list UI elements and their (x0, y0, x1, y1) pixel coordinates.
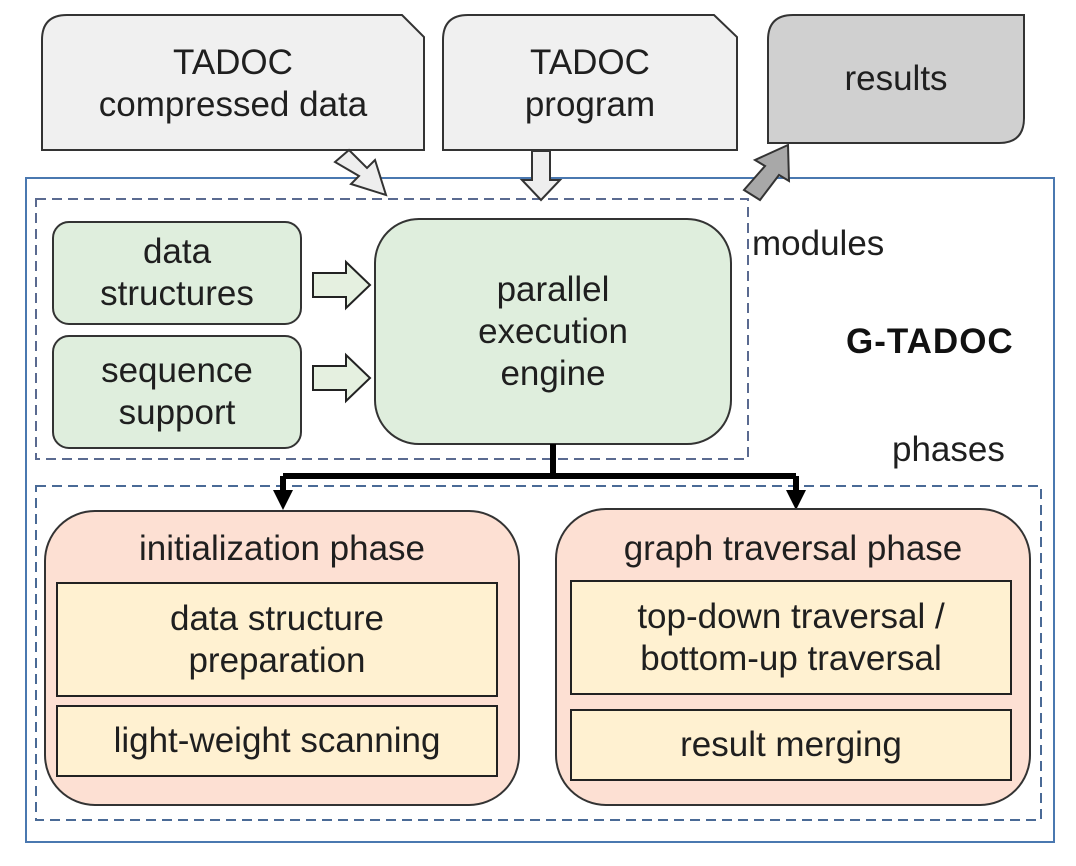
engine-connector (280, 444, 799, 495)
sequence-support-arrow (312, 352, 372, 404)
program-label: TADOC program (524, 43, 656, 124)
init-step-1-label: data structure preparation (170, 598, 384, 680)
trav-step-1-box (570, 580, 1012, 695)
compressed-data-arrow (333, 148, 388, 197)
initialization-phase-title: initialization phase (138, 529, 425, 568)
compressed-data-label: TADOC compressed data (98, 43, 368, 124)
arrowhead-initialization (273, 490, 293, 510)
system-name: G-TADOC (846, 322, 1014, 361)
init-step-1-box (56, 582, 498, 697)
compressed-data-box (41, 14, 425, 151)
results-arrow (742, 143, 791, 202)
trav-step-2-box (570, 709, 1012, 781)
data-structures-arrow (312, 259, 372, 311)
phases-label: phases (892, 430, 1005, 469)
engine-label: parallel execution engine (478, 269, 628, 393)
phases-region (35, 485, 1042, 821)
trav-step-1-label: top-down traversal / bottom-up traversal (637, 596, 945, 678)
program-box (442, 14, 738, 151)
data-structures-label: data structures (100, 232, 254, 313)
results-box (767, 14, 1025, 144)
results-label: results (844, 59, 948, 98)
program-arrow (519, 150, 563, 202)
modules-region (35, 198, 749, 460)
traversal-phase-title: graph traversal phase (623, 529, 963, 568)
modules-label: modules (752, 224, 885, 263)
init-step-2-box (56, 705, 498, 777)
trav-step-2-label: result merging (680, 725, 902, 764)
arrowhead-traversal (786, 490, 806, 510)
init-step-2-label: light-weight scanning (113, 721, 441, 760)
data-structures-box (52, 221, 302, 325)
sequence-support-label: sequence support (101, 351, 253, 432)
sequence-support-box (52, 335, 302, 449)
